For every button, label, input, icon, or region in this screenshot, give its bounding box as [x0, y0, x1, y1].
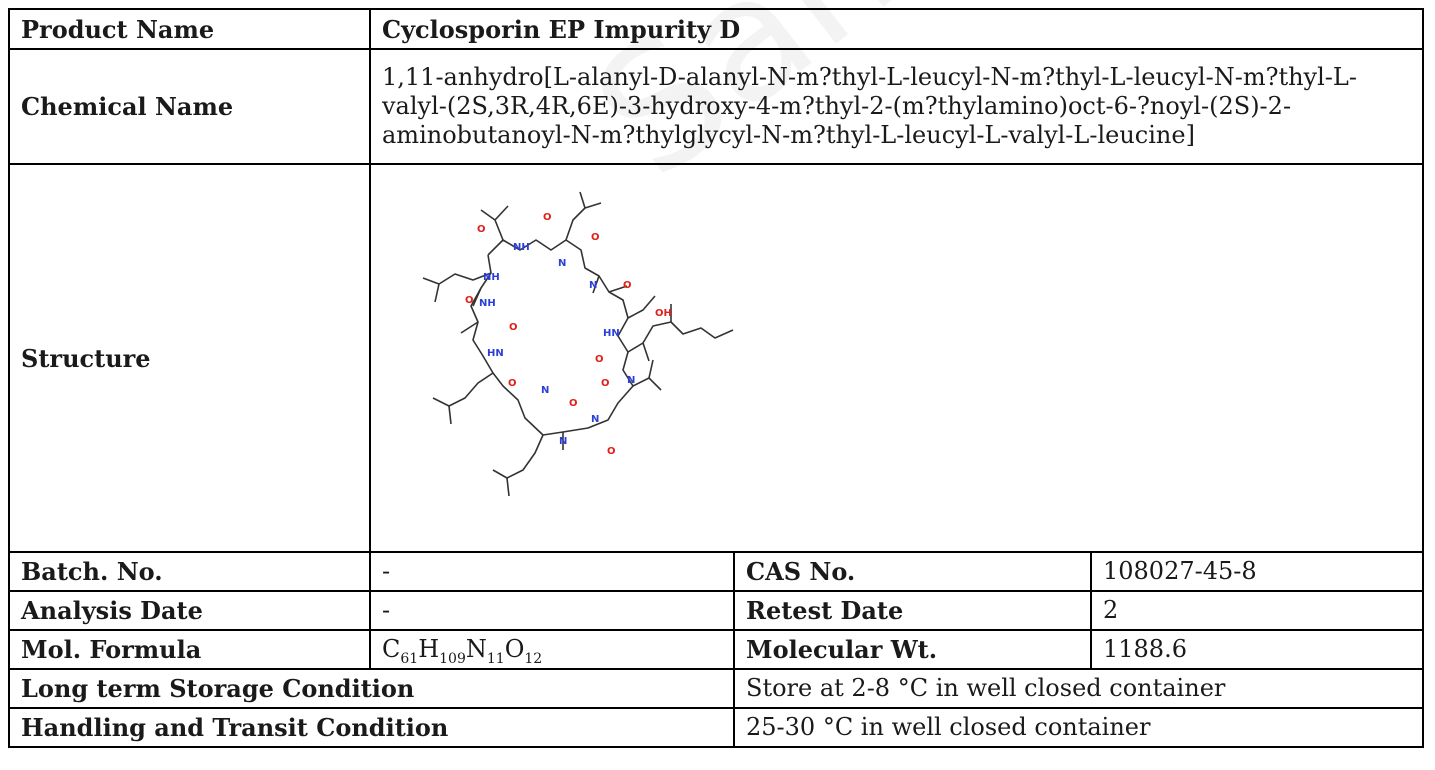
- svg-text:O: O: [601, 378, 610, 389]
- long-term-storage-label: Long term Storage Condition: [8, 668, 735, 709]
- mol-formula-value: C61H109N11O12: [369, 629, 735, 670]
- product-name-label: Product Name: [8, 8, 371, 50]
- svg-text:O: O: [543, 212, 552, 223]
- structure-cell: O O NH NH N O O NH N O O HN OH HN O N O: [369, 163, 1424, 553]
- product-name-value: Cyclosporin EP Impurity D: [369, 8, 1424, 50]
- molecular-wt-label: Molecular Wt.: [733, 629, 1092, 670]
- molecular-wt-value: 1188.6: [1090, 629, 1424, 670]
- svg-text:O: O: [465, 295, 474, 306]
- retest-date-value: 2: [1090, 590, 1424, 631]
- svg-text:N: N: [558, 258, 566, 269]
- analysis-date-value: -: [369, 590, 735, 631]
- cas-no-value: 108027-45-8: [1090, 551, 1424, 592]
- structure-diagram: O O NH NH N O O NH N O O HN OH HN O N O: [422, 191, 734, 497]
- product-spec-table: Product Name Cyclosporin EP Impurity D C…: [8, 8, 1424, 748]
- svg-text:N: N: [591, 414, 599, 425]
- chemical-name-label: Chemical Name: [8, 48, 371, 165]
- batch-no-value: -: [369, 551, 735, 592]
- svg-text:OH: OH: [655, 308, 672, 319]
- svg-text:O: O: [509, 322, 518, 333]
- handling-transit-label: Handling and Transit Condition: [8, 707, 735, 748]
- svg-text:O: O: [623, 280, 632, 291]
- svg-text:N: N: [589, 280, 597, 291]
- svg-text:O: O: [607, 446, 616, 457]
- svg-text:O: O: [477, 224, 486, 235]
- structure-label: Structure: [8, 163, 371, 553]
- svg-text:N: N: [627, 375, 635, 386]
- svg-text:N: N: [541, 385, 549, 396]
- batch-no-label: Batch. No.: [8, 551, 371, 592]
- retest-date-label: Retest Date: [733, 590, 1092, 631]
- svg-text:O: O: [569, 398, 578, 409]
- svg-text:N: N: [559, 436, 567, 447]
- svg-text:O: O: [508, 378, 517, 389]
- chemical-name-value: 1,11-anhydro[L-alanyl-D-alanyl-N-m?thyl-…: [369, 48, 1424, 165]
- svg-text:O: O: [591, 232, 600, 243]
- svg-text:HN: HN: [603, 328, 620, 339]
- svg-text:NH: NH: [513, 242, 530, 253]
- long-term-storage-value: Store at 2-8 °C in well closed container: [733, 668, 1424, 709]
- handling-transit-value: 25-30 °C in well closed container: [733, 707, 1424, 748]
- svg-text:NH: NH: [479, 298, 496, 309]
- analysis-date-label: Analysis Date: [8, 590, 371, 631]
- svg-text:NH: NH: [483, 272, 500, 283]
- cas-no-label: CAS No.: [733, 551, 1092, 592]
- svg-text:O: O: [595, 354, 604, 365]
- svg-text:HN: HN: [487, 348, 504, 359]
- mol-formula-label: Mol. Formula: [8, 629, 371, 670]
